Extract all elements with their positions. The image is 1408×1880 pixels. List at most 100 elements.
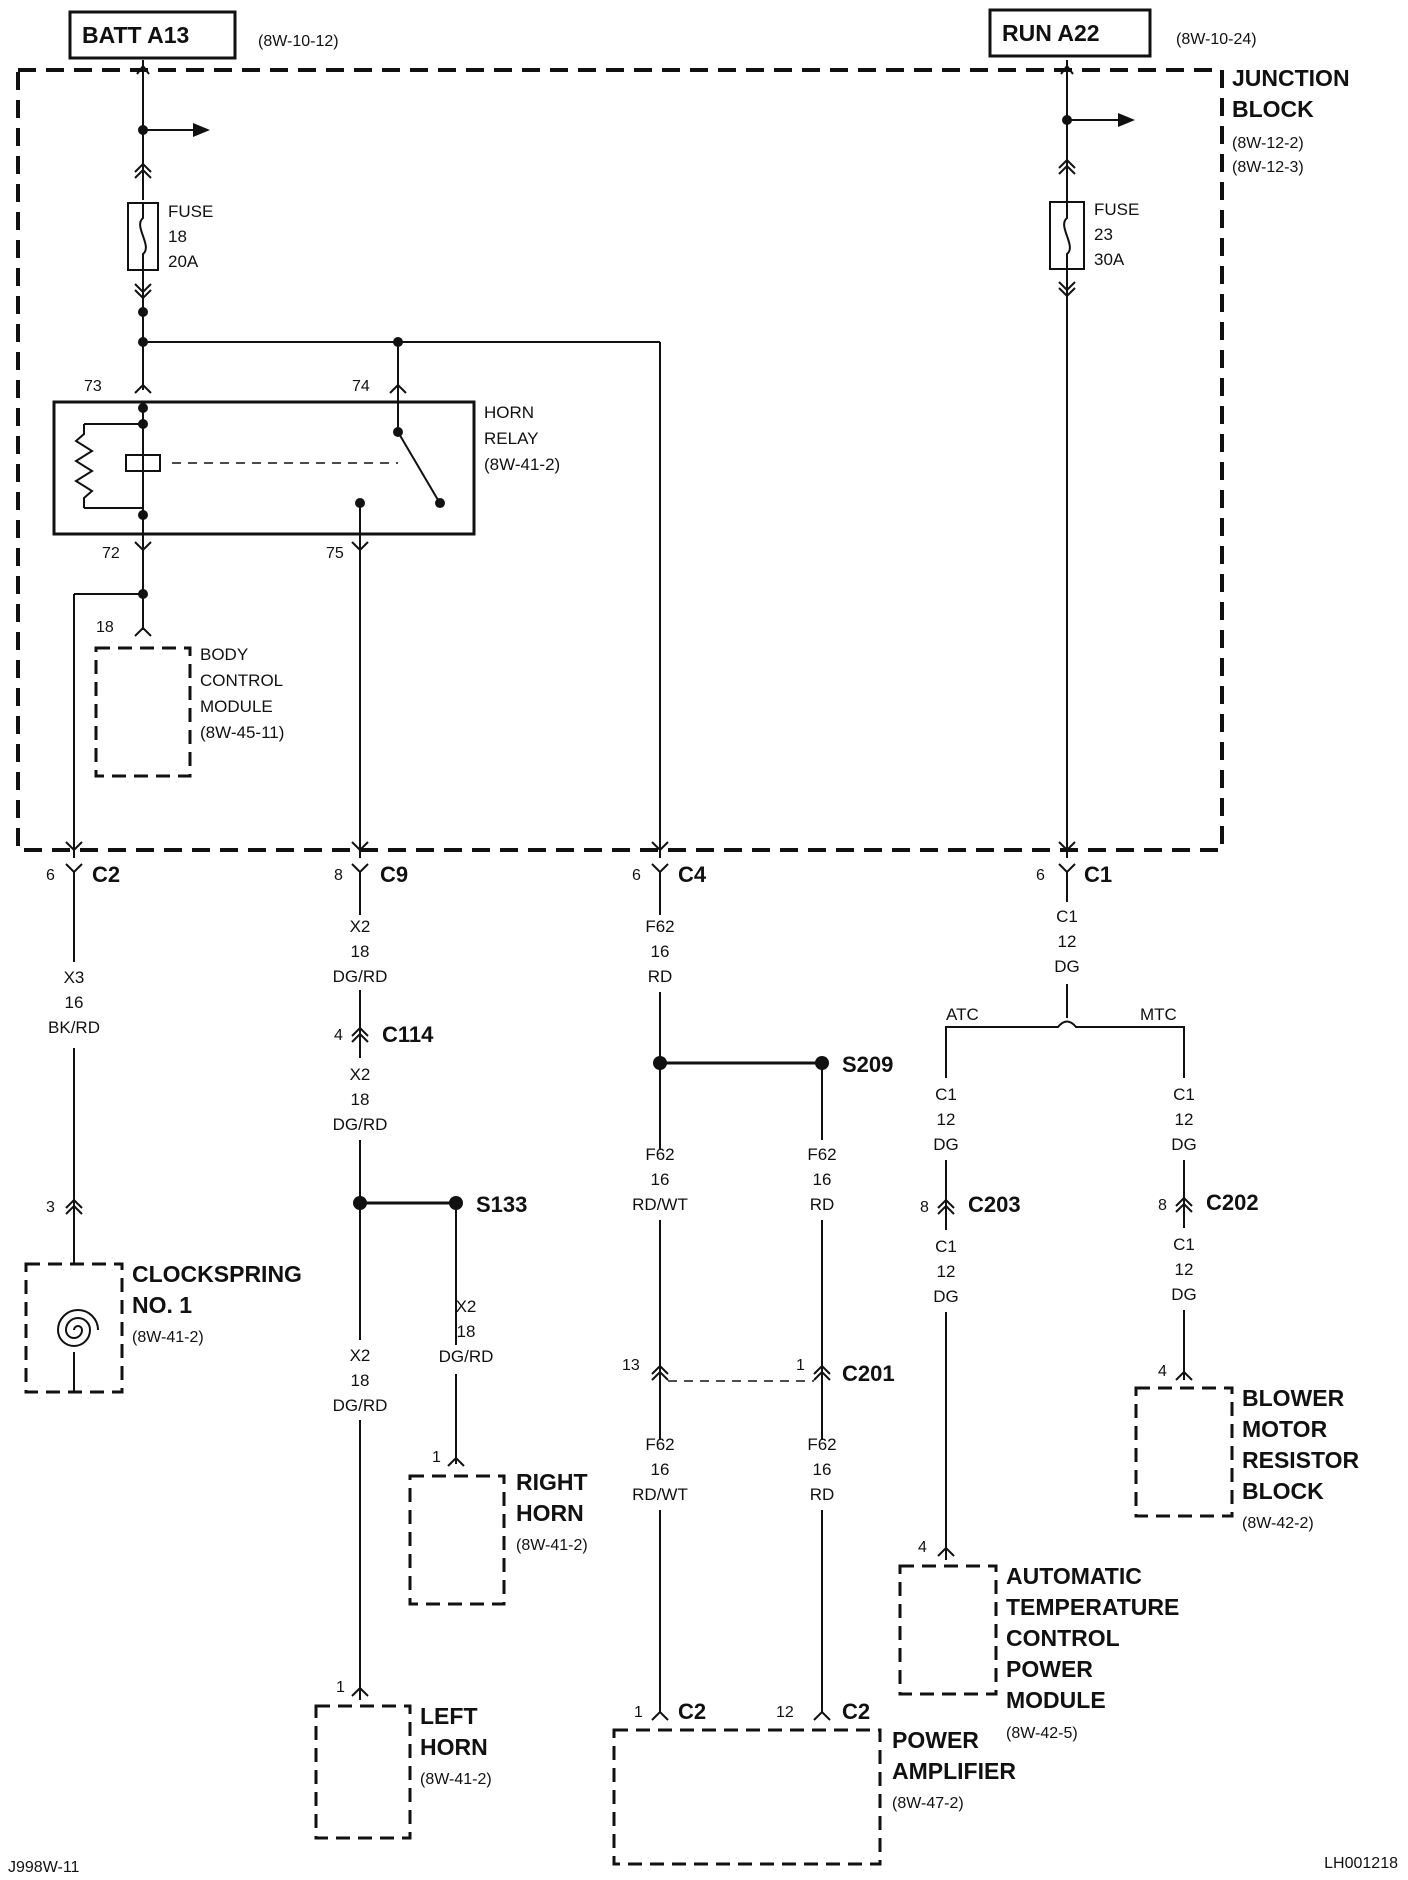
c1e-label-1: C1 (1173, 1235, 1195, 1254)
horn-relay-box (52, 400, 476, 536)
right-horn-chevron (447, 1456, 465, 1467)
horn-relay-label-1: HORN (484, 403, 534, 422)
f62a-label-3: RD (648, 967, 673, 986)
c1b-label-2: 12 (937, 1110, 956, 1129)
c114-chevron (351, 1026, 369, 1043)
blower-label-1: BLOWER (1242, 1385, 1345, 1411)
x2a-label-3: DG/RD (333, 967, 388, 986)
c201-pin-13: 13 (622, 1357, 640, 1374)
c201-chevron-left (651, 1364, 669, 1381)
f62c-label-1: F62 (807, 1145, 836, 1164)
f62c-label-2: 16 (813, 1170, 832, 1189)
power-amp-pin-1: 1 (634, 1704, 643, 1721)
c203-pin: 8 (920, 1199, 929, 1216)
fuse23-label-1: FUSE (1094, 200, 1139, 219)
x2a-label-1: X2 (350, 917, 371, 936)
relay-pin-72: 72 (102, 545, 120, 562)
f62d-label-3: RD/WT (632, 1485, 688, 1504)
right-horn-label-1: RIGHT (516, 1469, 588, 1495)
c1d-label-3: DG (1171, 1135, 1197, 1154)
blower-chevron (1175, 1370, 1193, 1381)
power-amp-ref: (8W-47-2) (892, 1795, 964, 1812)
bcm-pin: 18 (96, 619, 114, 636)
c1c-label-1: C1 (935, 1237, 957, 1256)
batt-branch-arrow (193, 123, 210, 137)
x2b-label-3: DG/RD (333, 1115, 388, 1134)
x2c-label-3: DG/RD (439, 1347, 494, 1366)
relay-pin74-chevron (389, 383, 407, 394)
atc-mtc-branch (945, 1020, 1185, 1035)
clockspring-pin: 3 (46, 1199, 55, 1216)
c1-name: C1 (1084, 862, 1112, 887)
blower-ref: (8W-42-2) (1242, 1515, 1314, 1532)
power-amp-pin12-conn: C2 (842, 1699, 870, 1724)
bus-left-dot (138, 337, 148, 347)
fuse18-out-dot (138, 307, 148, 317)
fuse18-label-3: 20A (168, 252, 199, 271)
bcm-label-2: CONTROL (200, 671, 283, 690)
atc-module-label-1: AUTOMATIC (1006, 1563, 1142, 1589)
clockspring-label-1: CLOCKSPRING (132, 1261, 302, 1287)
power-amp-label-2: AMPLIFIER (892, 1758, 1016, 1784)
fuse23-top-chevron (1058, 158, 1076, 175)
c1-arrow (1058, 841, 1076, 852)
atc-module-label-4: POWER (1006, 1656, 1093, 1682)
left-horn-chevron (351, 1686, 369, 1697)
blower-label-2: MOTOR (1242, 1416, 1328, 1442)
run-a22-label: RUN A22 (1002, 20, 1100, 46)
c1e-label-3: DG (1171, 1285, 1197, 1304)
c1a-label-1: C1 (1056, 907, 1078, 926)
junction-block-title-1: JUNCTION (1232, 65, 1350, 91)
power-amp-pin1-conn: C2 (678, 1699, 706, 1724)
left-horn-pin: 1 (336, 1679, 345, 1696)
relay-pin73-chevron (134, 383, 152, 394)
batt-a13-ref: (8W-10-12) (258, 33, 339, 50)
c1b-label-3: DG (933, 1135, 959, 1154)
c2-name: C2 (92, 862, 120, 887)
c4-pin: 6 (632, 867, 641, 884)
junction-block-title-2: BLOCK (1232, 96, 1314, 122)
batt-arrow-up (136, 64, 150, 75)
relay-coil-top-dot (138, 403, 148, 413)
fuse23-bottom-chevron (1058, 281, 1076, 298)
clockspring-pin-chevron (65, 1198, 83, 1215)
clockspring-ref: (8W-41-2) (132, 1329, 204, 1346)
c4-name: C4 (678, 862, 707, 887)
c1b-label-1: C1 (935, 1085, 957, 1104)
atc-module-ref: (8W-42-5) (1006, 1725, 1078, 1742)
clockspring-label-2: NO. 1 (132, 1292, 192, 1318)
atc-module-box (898, 1564, 998, 1696)
c1e-label-2: 12 (1175, 1260, 1194, 1279)
s133-label: S133 (476, 1192, 527, 1217)
c1c-label-3: DG (933, 1287, 959, 1306)
footer-left-code: J998W-11 (8, 1859, 80, 1876)
c203-chevron (937, 1198, 955, 1215)
right-horn-box (408, 1474, 506, 1606)
bcm-box (94, 646, 192, 778)
s209-label: S209 (842, 1052, 893, 1077)
atc-module-label-3: CONTROL (1006, 1625, 1120, 1651)
power-amp-pin-12: 12 (776, 1704, 794, 1721)
x2c-label-1-v: X2 (456, 1297, 477, 1316)
f62b-label-2: 16 (651, 1170, 670, 1189)
relay-coil-icon (125, 454, 161, 472)
c1a-label-2: 12 (1058, 932, 1077, 951)
junction-block-border (16, 68, 1224, 852)
left-horn-label-2: HORN (420, 1734, 488, 1760)
atc-module-chevron (937, 1546, 955, 1557)
bcm-ref: (8W-45-11) (200, 723, 284, 742)
batt-a13-box (68, 10, 237, 60)
atc-module-label-2: TEMPERATURE (1006, 1594, 1179, 1620)
mtc-label: MTC (1140, 1005, 1177, 1024)
c1c-label-2: 12 (937, 1262, 956, 1281)
fuse23-label-2: 23 (1094, 225, 1113, 244)
relay-coil-bottom-dot (138, 510, 148, 520)
blower-box (1134, 1386, 1234, 1518)
relay-switch-contact (435, 498, 445, 508)
fuse18-label-2: 18 (168, 227, 187, 246)
relay-pin-75: 75 (326, 545, 344, 562)
x2d-label-1: X2 (350, 1346, 371, 1365)
c9-pin: 8 (334, 867, 343, 884)
